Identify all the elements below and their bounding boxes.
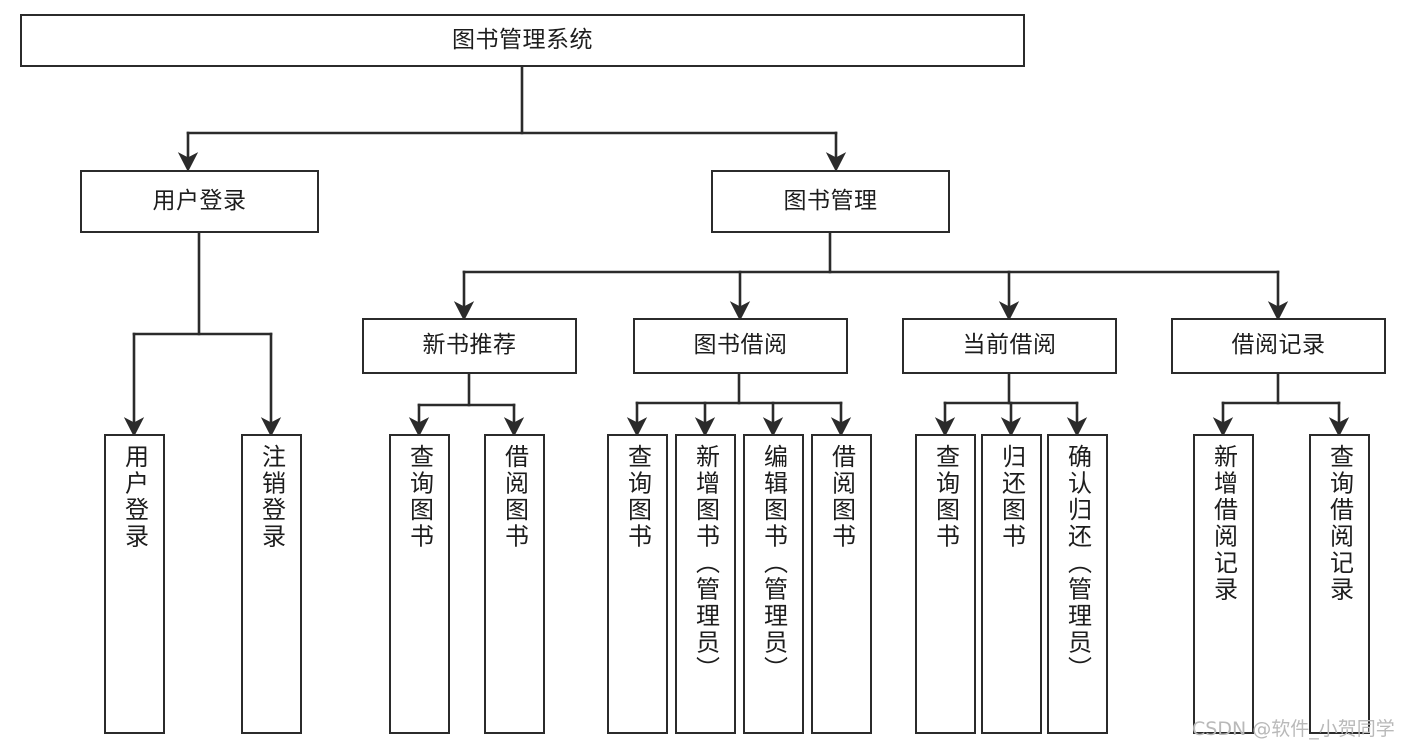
node-leaf-user-login[interactable]: 用户登录 xyxy=(104,434,165,734)
node-leaf-confirm-return[interactable]: 确认归还（管理员） xyxy=(1047,434,1108,734)
node-user-login-label: 用户登录 xyxy=(152,187,247,214)
node-leaf-logout-login[interactable]: 注销登录 xyxy=(241,434,302,734)
node-current-borrow[interactable]: 当前借阅 xyxy=(902,318,1117,374)
node-leaf-logout-login-label: 注销登录 xyxy=(257,444,286,550)
node-leaf-query-book-2[interactable]: 查询图书 xyxy=(607,434,668,734)
node-leaf-add-book-label: 新增图书（管理员） xyxy=(691,444,720,683)
node-leaf-user-login-label: 用户登录 xyxy=(120,444,149,550)
node-borrow-record-label: 借阅记录 xyxy=(1231,332,1326,359)
node-leaf-add-record-label: 新增借阅记录 xyxy=(1209,444,1238,603)
node-user-login[interactable]: 用户登录 xyxy=(80,170,319,233)
node-current-borrow-label: 当前借阅 xyxy=(962,332,1057,359)
node-book-borrow[interactable]: 图书借阅 xyxy=(633,318,848,374)
node-leaf-confirm-return-label: 确认归还（管理员） xyxy=(1063,444,1092,683)
node-leaf-query-book-3-label: 查询图书 xyxy=(931,444,960,550)
node-book-borrow-label: 图书借阅 xyxy=(693,332,788,359)
node-leaf-query-book-1-label: 查询图书 xyxy=(405,444,434,550)
node-leaf-edit-book-label: 编辑图书（管理员） xyxy=(759,444,788,683)
node-root[interactable]: 图书管理系统 xyxy=(20,14,1025,67)
node-leaf-add-book[interactable]: 新增图书（管理员） xyxy=(675,434,736,734)
csdn-watermark: CSDN @软件_小贺同学 xyxy=(1192,718,1395,740)
node-leaf-borrow-book-1-label: 借阅图书 xyxy=(500,444,529,550)
node-leaf-return-book[interactable]: 归还图书 xyxy=(981,434,1042,734)
node-leaf-query-record-label: 查询借阅记录 xyxy=(1325,444,1354,603)
node-leaf-query-book-1[interactable]: 查询图书 xyxy=(389,434,450,734)
node-leaf-borrow-book-2[interactable]: 借阅图书 xyxy=(811,434,872,734)
node-leaf-add-record[interactable]: 新增借阅记录 xyxy=(1193,434,1254,734)
node-root-label: 图书管理系统 xyxy=(452,26,593,53)
node-leaf-query-book-3[interactable]: 查询图书 xyxy=(915,434,976,734)
node-leaf-query-record[interactable]: 查询借阅记录 xyxy=(1309,434,1370,734)
node-book-manage-label: 图书管理 xyxy=(783,187,878,214)
node-leaf-query-book-2-label: 查询图书 xyxy=(623,444,652,550)
node-new-book-recommend[interactable]: 新书推荐 xyxy=(362,318,577,374)
node-borrow-record[interactable]: 借阅记录 xyxy=(1171,318,1386,374)
node-new-book-recommend-label: 新书推荐 xyxy=(422,332,517,359)
node-leaf-borrow-book-1[interactable]: 借阅图书 xyxy=(484,434,545,734)
node-leaf-borrow-book-2-label: 借阅图书 xyxy=(827,444,856,550)
node-leaf-return-book-label: 归还图书 xyxy=(997,444,1026,550)
node-leaf-edit-book[interactable]: 编辑图书（管理员） xyxy=(743,434,804,734)
node-book-manage[interactable]: 图书管理 xyxy=(711,170,950,233)
